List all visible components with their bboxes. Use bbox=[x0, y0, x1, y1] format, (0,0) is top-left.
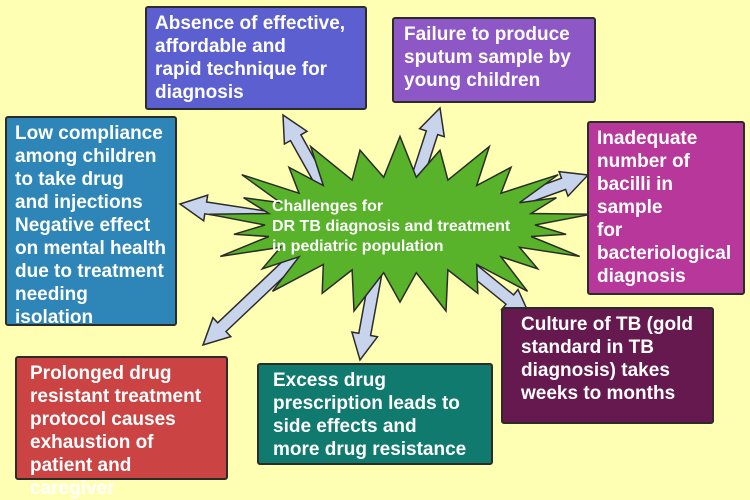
challenge-low-compliance: Low compliance among children to take dr… bbox=[5, 116, 177, 328]
arrow-to-b7 bbox=[201, 249, 304, 347]
challenge-inadequate-bacilli: Inadequate number of bacilli in sample f… bbox=[587, 121, 745, 295]
center-label: Challenges for DR TB diagnosis and treat… bbox=[272, 198, 511, 255]
challenge-culture-time: Culture of TB (gold standard in TB diagn… bbox=[501, 307, 714, 424]
diagram-canvas bbox=[178, 106, 591, 362]
challenge-prolonged-treatment: Prolonged drug resistant treatment proto… bbox=[15, 356, 228, 499]
challenge-excess-prescription: Excess drug prescription leads to side e… bbox=[257, 363, 493, 465]
challenge-diagnosis-technique: Absence of effective, affordable and rap… bbox=[145, 6, 367, 110]
center-starburst bbox=[209, 134, 591, 314]
challenge-sputum-sample: Failure to produce sputum sample by youn… bbox=[392, 17, 596, 103]
